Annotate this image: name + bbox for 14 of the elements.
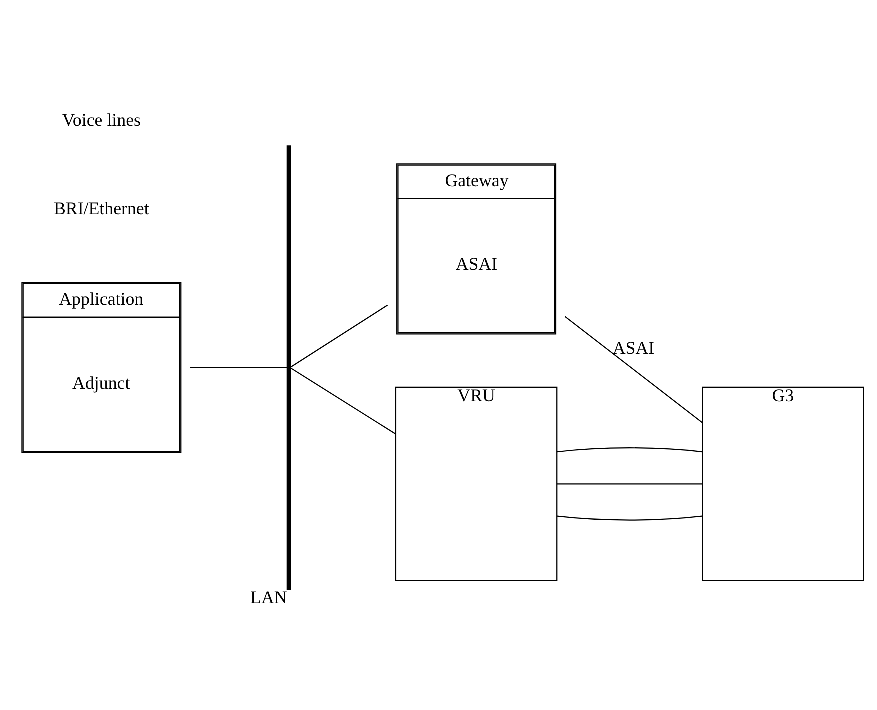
label: BRI/Ethernet	[54, 198, 150, 218]
connector	[557, 515, 702, 520]
connector	[564, 316, 703, 423]
connector	[290, 304, 388, 368]
connector	[557, 447, 702, 452]
node-label: LAN	[250, 587, 288, 608]
node-box: VRU	[395, 386, 558, 582]
connector	[557, 483, 702, 484]
connector	[190, 366, 288, 368]
label: Voice lines	[62, 109, 142, 130]
connector	[290, 367, 396, 434]
node-box: G3	[702, 386, 864, 582]
edge-label: ASAI	[612, 338, 655, 358]
node-bar	[286, 145, 292, 590]
